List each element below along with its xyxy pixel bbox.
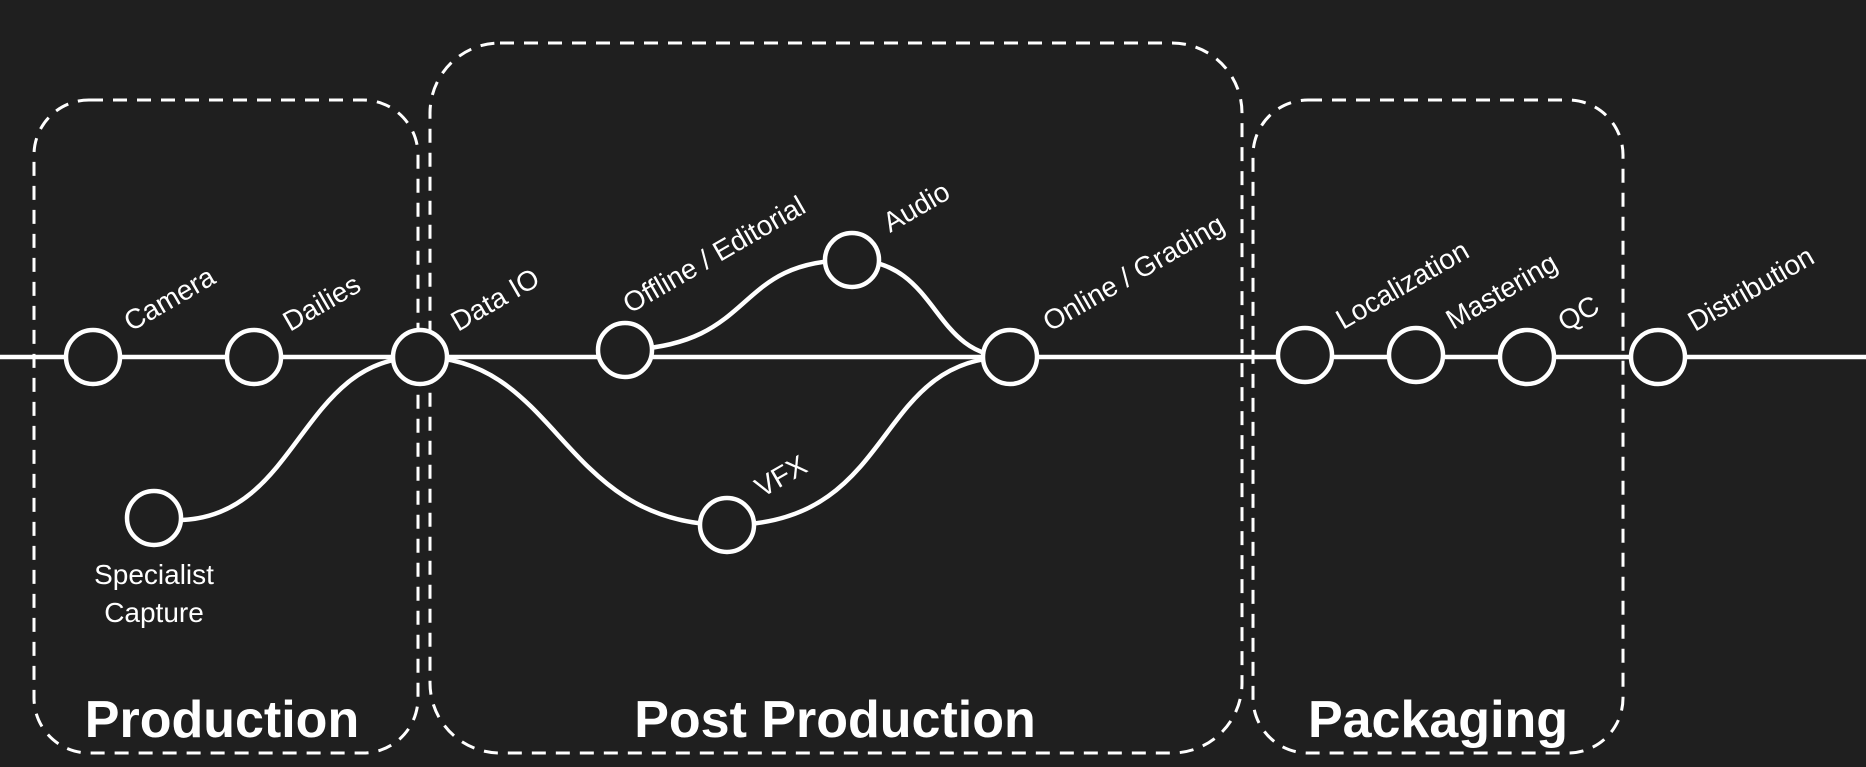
- specialist-capture-label-line2: Capture: [104, 597, 204, 628]
- packaging-group-box: [1251, 98, 1625, 755]
- offline-to-audio-connector: [624, 257, 853, 353]
- packaging-title: Packaging: [1308, 691, 1568, 749]
- production-title: Production: [85, 691, 359, 749]
- online-grading-node[interactable]: [980, 327, 1040, 387]
- specialist-capture-label-line1: Specialist: [94, 559, 214, 590]
- post-production-title: Post Production: [634, 691, 1036, 749]
- distribution-node[interactable]: [1628, 327, 1688, 387]
- qc-node[interactable]: [1497, 327, 1557, 387]
- offline-editorial-node[interactable]: [595, 320, 655, 380]
- data-io-node[interactable]: [390, 327, 450, 387]
- localization-node[interactable]: [1275, 325, 1335, 385]
- dailies-node[interactable]: [224, 327, 284, 387]
- vfx-to-online-connector: [726, 354, 1011, 528]
- specialist-to-data-io-connector: [181, 354, 421, 523]
- audio-node[interactable]: [822, 230, 882, 290]
- data-io-to-vfx-connector: [419, 354, 728, 528]
- specialist-capture-node[interactable]: [124, 488, 184, 548]
- production-group-box: [32, 98, 420, 755]
- vfx-node[interactable]: [697, 495, 757, 555]
- mastering-node[interactable]: [1386, 325, 1446, 385]
- post-production-group-box: [428, 41, 1244, 755]
- camera-node[interactable]: [63, 327, 123, 387]
